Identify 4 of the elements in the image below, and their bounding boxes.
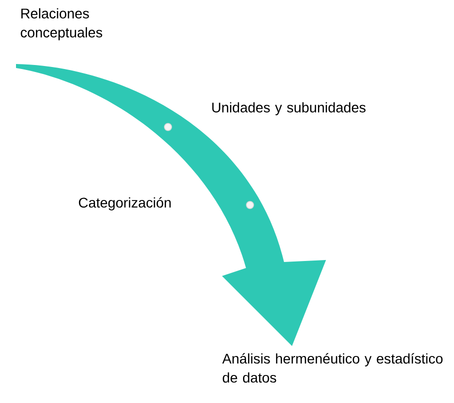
label: Categorización	[78, 197, 171, 210]
label: Unidades y subunidades	[212, 102, 366, 116]
label: Análisis hermenéutico y estadístico de datos	[222, 353, 443, 383]
label: Relaciones conceptuales	[20, 8, 102, 40]
